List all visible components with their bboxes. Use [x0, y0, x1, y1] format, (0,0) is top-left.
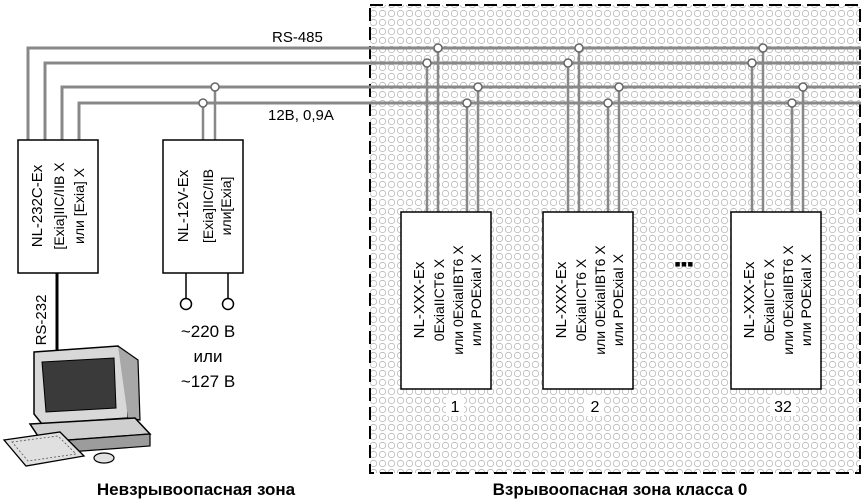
module-32-line3: или POExiaI X [798, 253, 814, 346]
module-1-line3: или POExiaI X [468, 253, 484, 346]
mains-line3: ~127 В [181, 372, 235, 391]
module-32-name: NL-XXX-Ex [741, 261, 758, 338]
psu-junctions [198, 82, 220, 108]
power-bus-label: 12В, 0,9А [268, 107, 334, 124]
safe-zone-label: Невзрывоопасная зона [97, 480, 296, 499]
module-2-number: 2 [591, 399, 600, 416]
module-2-line1: 0ExiaIICT6 X [573, 258, 589, 341]
module-32-line1: 0ExiaIICT6 X [761, 258, 777, 341]
mains-line2: или [194, 347, 223, 366]
converter-line2: или [Exia] X [71, 167, 87, 244]
mains-terminals [179, 273, 235, 311]
computer-icon [2, 345, 152, 467]
mains-line1: ~220 В [181, 322, 235, 341]
converter-line1: [Exia]IIC/IIB X [51, 162, 67, 250]
module-32-line2: или 0ExiaIIBT6 X [780, 245, 796, 355]
module-1-line1: 0ExiaIICT6 X [431, 258, 447, 341]
module-junctions [422, 43, 808, 108]
module-2-line2: или 0ExiaIIBT6 X [592, 245, 608, 355]
more-modules-ellipsis: ▪▪▪ [674, 254, 693, 274]
module-2-name: NL-XXX-Ex [553, 261, 570, 338]
rs485-label: RS-485 [272, 29, 323, 46]
psu-bus-wires [201, 87, 217, 140]
power-bus [60, 85, 861, 140]
rs232-label: RS-232 [33, 295, 50, 346]
hazardous-zone-label: Взрывоопасная зона класса 0 [493, 480, 748, 499]
module-2-line3: или POExiaI X [610, 253, 626, 346]
module-1-line2: или 0ExiaIIBT6 X [450, 245, 466, 355]
power-supply-line2: или[Exia] [218, 177, 234, 236]
module-1-name: NL-XXX-Ex [411, 261, 428, 338]
power-supply-name: NL-12V-Ex [175, 169, 192, 242]
module-32-number: 32 [774, 399, 792, 416]
module-32 [730, 211, 822, 390]
power-supply-box [162, 139, 244, 274]
module-2 [542, 211, 634, 390]
power-supply-line1: [Exia]IIC/IIB [200, 169, 216, 243]
converter-name: NL-232C-Ex [29, 164, 46, 247]
module-1-number: 1 [451, 399, 460, 416]
module-1 [400, 211, 492, 390]
module-drop-wires [425, 48, 805, 212]
